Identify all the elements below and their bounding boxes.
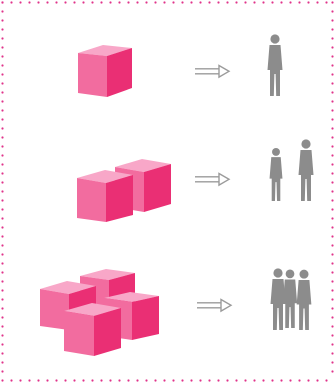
- double-arrow-right-icon: [194, 64, 230, 78]
- cube: [77, 170, 133, 222]
- double-arrow-right-icon: [194, 172, 230, 186]
- row-2: [77, 139, 314, 222]
- cube: [78, 45, 132, 97]
- cube: [64, 303, 121, 356]
- person-silhouette-icon: [270, 268, 312, 330]
- person-silhouette-icon: [267, 34, 283, 96]
- cube-group-double: [77, 159, 171, 222]
- row-1: [78, 34, 283, 97]
- double-arrow-right-icon: [196, 298, 232, 312]
- person-silhouette-icon: [269, 139, 314, 201]
- cube-group-five: [40, 269, 159, 356]
- row-3: [40, 268, 312, 356]
- cube-group-single: [78, 45, 132, 97]
